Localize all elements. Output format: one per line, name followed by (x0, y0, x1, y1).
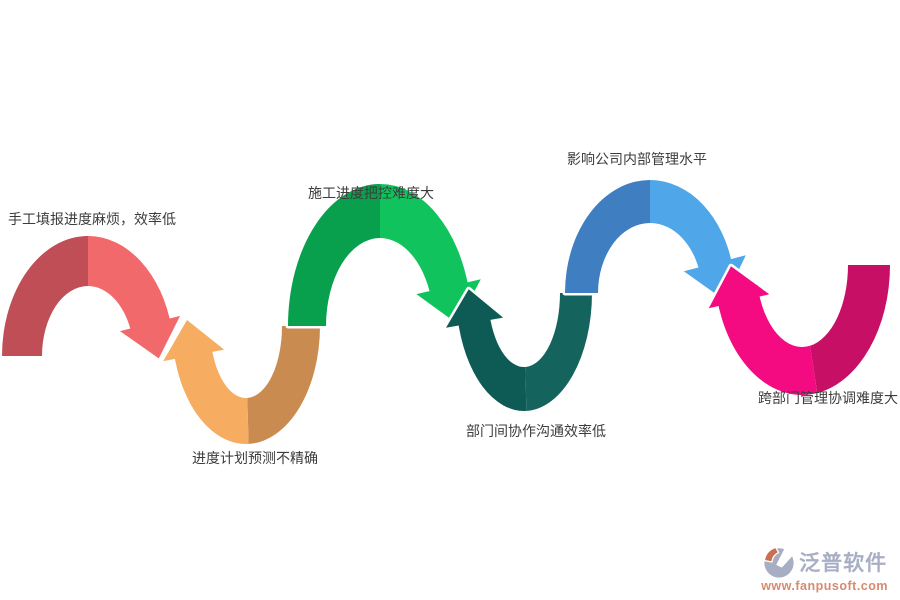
arc-arrowhead (416, 279, 481, 324)
fanpu-watermark: 泛普软件 www.fanpusoft.com (761, 545, 888, 593)
label-interdepartment-comm: 部门间协作沟通效率低 (466, 423, 606, 439)
fanpu-watermark-row: 泛普软件 (762, 545, 887, 579)
label-manual-progress-reporting: 手工填报进度麻烦，效率低 (8, 211, 176, 227)
brand-url: www.fanpusoft.com (761, 579, 888, 593)
label-construction-progress: 施工进度把控难度大 (308, 185, 434, 201)
arc-back-half (565, 180, 650, 293)
arc-front-half (650, 180, 733, 278)
arc-arrowhead (446, 289, 504, 328)
logo-notch (776, 545, 797, 568)
arc-back-half (247, 326, 320, 444)
arc-front-half (88, 236, 172, 340)
arc-arrowhead (708, 266, 770, 309)
fanpu-logo-icon (763, 545, 797, 578)
arc-back-half (810, 265, 890, 393)
label-internal-management: 影响公司内部管理水平 (567, 151, 707, 167)
arc-company-internal-management (562, 177, 749, 303)
arc-front-half (457, 308, 527, 411)
arc-arrowhead (163, 320, 225, 362)
arc-back-half (2, 236, 88, 356)
arc-interdepartment-communication (443, 286, 595, 414)
arc-back-half (525, 293, 592, 411)
arc-front-half (716, 284, 818, 395)
arc-cross-department-coordination (706, 262, 893, 398)
arc-construction-progress-control (285, 181, 484, 329)
label-schedule-forecast: 进度计划预测不精确 (192, 450, 318, 466)
brand-name: 泛普软件 (799, 552, 888, 575)
arc-arrowhead (120, 315, 181, 359)
arc-manual-progress-reporting (0, 233, 183, 361)
label-cross-department: 跨部门管理协调难度大 (758, 390, 898, 406)
arc-back-half (288, 184, 380, 326)
arc-front-half (380, 183, 470, 305)
arc-schedule-forecast-inaccurate (160, 317, 323, 447)
logo-orange-swirl (763, 546, 780, 563)
arc-front-half (173, 341, 249, 444)
